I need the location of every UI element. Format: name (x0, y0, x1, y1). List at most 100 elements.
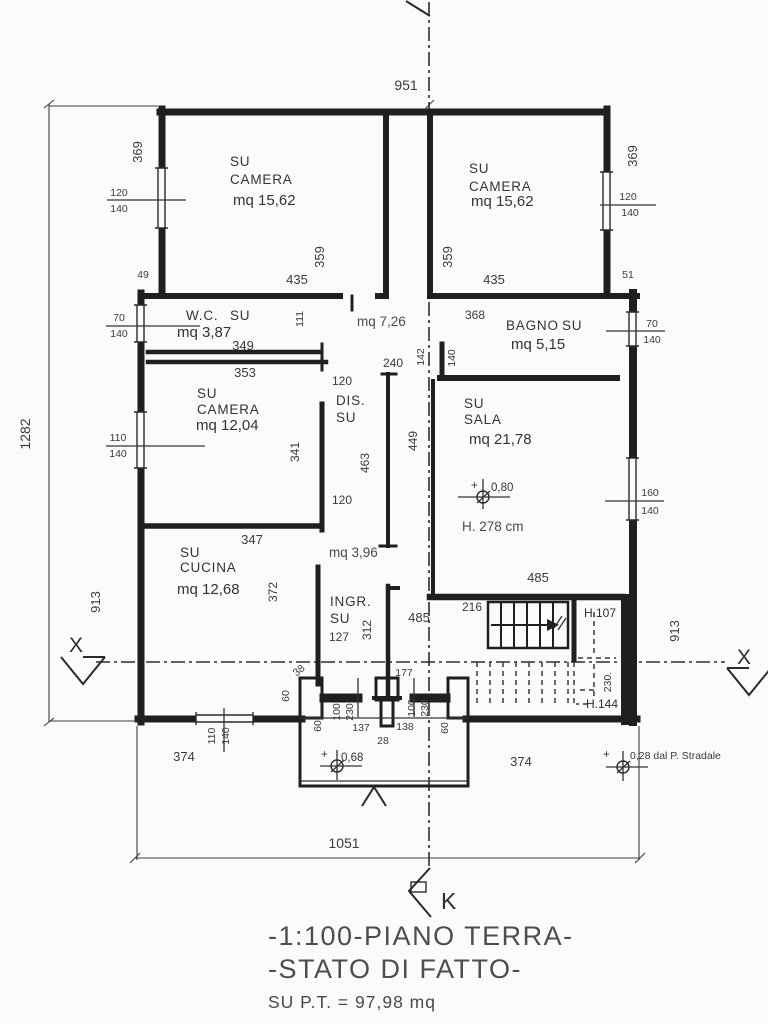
window-bagno (626, 311, 639, 347)
dim-ingresso-127: 127 (329, 630, 349, 644)
room-ingresso-name1: INGR. (330, 594, 372, 609)
room-ingresso-name2: SU (330, 611, 350, 626)
window-camera-w (134, 411, 147, 469)
room-cucina-name1: SU (180, 545, 200, 560)
room-cucina-area: mq 12,68 (177, 581, 240, 598)
room-bagno-name2: SU (562, 318, 582, 333)
dim-win-wc-140: 140 (110, 328, 128, 340)
dim-porch-60-b: 60 (312, 720, 324, 732)
dim-porch-138: 138 (396, 721, 414, 733)
dim-wc-111: 111 (294, 311, 306, 327)
dim-porch-60-a: 60 (280, 690, 292, 702)
entry-arrow (361, 785, 387, 807)
dim-win-nw-140: 140 (110, 203, 128, 215)
room-wc-name1: W.C. (186, 308, 218, 323)
dim-porch-230-r: 230 (419, 699, 431, 717)
room-cucina-name2: CUCINA (180, 560, 237, 575)
dim-porch-230-l: 230 (344, 703, 356, 721)
dim-wc-349: 349 (232, 338, 254, 353)
dim-win-bagno-70: 70 (646, 318, 658, 330)
dim-porch-60-c: 60 (439, 722, 451, 734)
room-sala-area: mq 21,78 (469, 431, 532, 448)
dim-win-sala-160: 160 (641, 487, 659, 499)
section-x-left-label: X (69, 634, 83, 657)
dim-913-left: 913 (88, 591, 103, 613)
window-sala (626, 457, 639, 521)
dim-177: 177 (395, 667, 413, 679)
dim-240: 240 (383, 356, 403, 370)
room-bagno-area: mq 5,15 (511, 336, 565, 353)
dim-porch-28: 28 (377, 735, 389, 747)
section-x-right-label: X (737, 646, 751, 669)
room-dis-name1: DIS. (336, 393, 365, 408)
room-camera-w-name2: CAMERA (197, 402, 260, 417)
dim-140-stub: 140 (446, 349, 458, 367)
room-camera-ne-name2: CAMERA (469, 179, 532, 194)
dim-porch-100-l: 100 (331, 703, 343, 721)
dim-win-nw-120: 120 (110, 187, 128, 199)
window-wc (134, 304, 147, 343)
room-camera-nw-name2: CAMERA (230, 172, 293, 187)
dimension-lines (43, 99, 665, 864)
sala-level-value: 0,80 (491, 482, 513, 494)
dim-win-camw-140: 140 (109, 448, 127, 460)
room-corridoio-area: mq 7,26 (357, 314, 406, 329)
room-camera-w-name1: SU (197, 386, 217, 401)
room-dis-name2: SU (336, 410, 356, 425)
dim-1282: 1282 (17, 418, 33, 449)
dim-win-ne-120: 120 (619, 191, 637, 203)
labels: SU CAMERA mq 15,62 SU CAMERA mq 15,62 W.… (17, 77, 751, 914)
room-bagno-name1: BAGNO (506, 318, 559, 333)
stairs-h144: H.144 (586, 697, 618, 711)
dim-dis-120-top: 120 (332, 374, 352, 388)
room-sala-height: H. 278 cm (462, 519, 524, 534)
window-camera-nw (155, 167, 168, 229)
dim-win-sala-140: 140 (641, 505, 659, 517)
dim-stairs-216: 216 (462, 600, 482, 614)
dim-449: 449 (406, 431, 420, 451)
porch-level-plus: + (321, 749, 328, 761)
porch-level-value: 0,68 (341, 752, 363, 764)
interior-walls (138, 109, 640, 725)
dim-win-bagno-140: 140 (643, 334, 661, 346)
street-level-plus: + (603, 749, 610, 761)
dim-1051: 1051 (328, 835, 359, 851)
dim-camw-341: 341 (288, 442, 302, 462)
stairs-h107: H.107 (584, 606, 616, 620)
dim-stairs-230: 230. (602, 672, 614, 692)
dim-369-right: 369 (625, 145, 640, 167)
stairs (476, 600, 616, 706)
room-camera-ne-area: mq 15,62 (471, 193, 534, 210)
room-sala-name2: SALA (464, 412, 502, 427)
plan-state-title: -STATO DI FATTO- (268, 954, 522, 984)
dim-374-right: 374 (510, 754, 532, 769)
dim-ne-359: 359 (440, 246, 455, 268)
room-camera-nw-name1: SU (230, 154, 250, 169)
room-wc-name2: SU (230, 308, 250, 323)
benchmark-street (606, 751, 648, 781)
dim-dis-120-bot: 120 (332, 493, 352, 507)
dim-porch-100-r: 100 (406, 699, 418, 717)
title-block: -1:100-PIANO TERRA- -STATO DI FATTO- SU … (268, 921, 574, 1012)
dim-ingr-312: 312 (360, 620, 374, 640)
dim-142: 142 (415, 348, 427, 366)
room-wc-area: mq 3,87 (177, 324, 231, 341)
plan-scale-title: -1:100-PIANO TERRA- (268, 921, 574, 951)
dim-nw-435: 435 (286, 272, 308, 287)
dim-win-camw-110: 110 (110, 432, 127, 444)
entrance-porch (298, 676, 470, 807)
room-dis-area: mq 3,96 (329, 545, 378, 560)
dim-win-cuc-110: 110 (206, 727, 218, 744)
dim-913-right: 913 (667, 620, 682, 642)
section-lines (60, 0, 768, 918)
dim-win-wc-70: 70 (113, 312, 125, 324)
plan-area-summary: SU P.T. = 97,98 mq (268, 992, 436, 1012)
dim-51: 51 (622, 269, 634, 281)
dim-sala-485: 485 (527, 570, 549, 585)
benchmark-sala (458, 479, 510, 509)
dim-49: 49 (137, 269, 149, 281)
window-camera-ne (600, 171, 613, 231)
dim-bagno-368: 368 (465, 308, 485, 322)
